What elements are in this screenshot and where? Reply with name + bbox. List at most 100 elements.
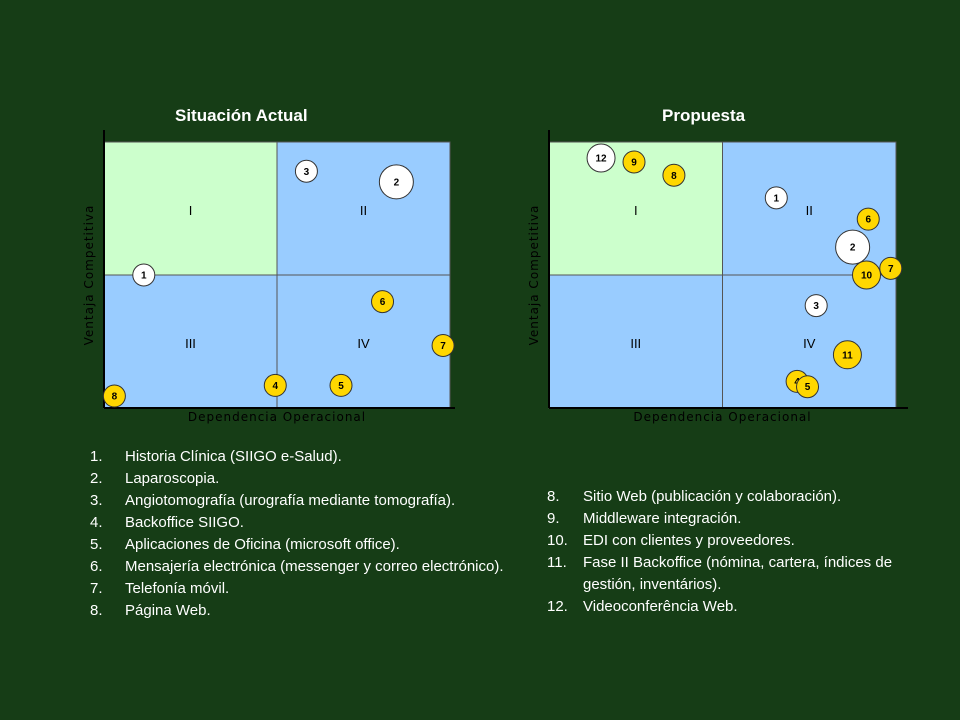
data-point-marker [378, 164, 414, 200]
data-point-marker [856, 207, 880, 231]
quadrant-label: I [634, 203, 638, 218]
data-point-marker [879, 256, 903, 280]
quadrant-2 [276, 141, 451, 276]
legend-list-propuesta: 8.Sitio Web (publicación y colaboración)… [547, 486, 917, 618]
legend-item: 7. Telefonía móvil. [90, 578, 530, 600]
data-point-1: 1 [132, 263, 156, 287]
legend-item-text: Backoffice SIIGO. [125, 514, 244, 531]
data-point-marker [835, 229, 871, 265]
legend-item: 1. Historia Clínica (SIIGO e-Salud). [90, 446, 530, 468]
x-axis-label: Dependencia Operacional [188, 410, 366, 424]
data-point-2: 2 [835, 229, 871, 265]
legend-item-number: 7. [90, 580, 103, 597]
legend-item-number: 11. [547, 554, 567, 571]
data-point-marker [329, 373, 353, 397]
legend-item: 12. Videoconferência Web. [547, 596, 917, 618]
legend-item: 6. Mensajería electrónica (messenger y co… [90, 556, 530, 578]
data-point-marker [804, 294, 828, 318]
data-point-label: 8 [112, 392, 118, 403]
data-point-11: 11 [832, 340, 862, 370]
quadrant-label: IV [357, 336, 370, 351]
quadrant-4 [276, 274, 451, 409]
data-point-marker [796, 375, 820, 399]
legend-item-number: 4. [90, 514, 103, 531]
data-point-label: 6 [380, 297, 386, 308]
data-point-marker [263, 373, 287, 397]
legend-item: 4. Backoffice SIIGO. [90, 512, 530, 534]
data-point-marker [132, 263, 156, 287]
data-point-9: 9 [622, 150, 646, 174]
quadrant-label: II [360, 203, 367, 218]
data-point-7: 7 [879, 256, 903, 280]
legend-item-number: 9. [547, 510, 560, 527]
data-point-label: 3 [813, 301, 819, 312]
quadrant-label: II [806, 203, 813, 218]
chart-title-actual: Situación Actual [175, 106, 308, 125]
legend-item-text: Telefonía móvil. [125, 580, 230, 597]
chart-title-propuesta: Propuesta [662, 106, 746, 125]
data-point-marker [102, 384, 126, 408]
legend-item-text: Sitio Web (publicación y colaboración). [583, 488, 842, 505]
x-axis-label: Dependencia Operacional [633, 410, 811, 424]
quadrant-label: III [630, 336, 641, 351]
data-point-marker [852, 260, 882, 290]
data-point-marker [371, 290, 395, 314]
data-point-label: 1 [141, 271, 147, 282]
data-point-label: 7 [440, 341, 446, 352]
legend-item-text: Angiotomografía (urografía mediante tomo… [125, 492, 456, 509]
legend-item-number: 12. [547, 598, 568, 615]
legend-item: 2. Laparoscopia. [90, 468, 530, 490]
legend-item-text: Fase II Backoffice (nómina, cartera, índ… [583, 554, 893, 593]
legend-item-number: 8. [90, 602, 103, 619]
quadrant-1 [103, 141, 278, 276]
data-point-5: 5 [796, 375, 820, 399]
legend-item-text: Historia Clínica (SIIGO e-Salud). [125, 448, 342, 465]
quadrant-3 [103, 274, 278, 409]
data-point-3: 3 [804, 294, 828, 318]
data-point-label: 10 [861, 271, 873, 282]
data-point-label: 12 [595, 153, 607, 164]
data-point-label: 1 [774, 193, 780, 204]
data-point-label: 8 [671, 171, 677, 182]
data-point-4: 4 [263, 373, 287, 397]
data-point-label: 5 [805, 382, 811, 393]
legend-item: 9.Middleware integración. [547, 508, 917, 530]
legend-item-number: 1. [90, 448, 103, 465]
data-point-label: 7 [888, 264, 894, 275]
legend-item: 3. Angiotomografía (urografía mediante to… [90, 490, 530, 512]
data-point-label: 4 [272, 381, 278, 392]
data-point-marker [586, 143, 616, 173]
legend-item: 10. EDI con clientes y proveedores. [547, 530, 917, 552]
legend-item: 5.Aplicaciones de Oficina (microsoft off… [90, 534, 530, 556]
legend-item-text: Mensajería electrónica (messenger y corr… [125, 558, 504, 575]
data-point-label: 3 [304, 167, 310, 178]
legend-item-number: 10. [547, 532, 568, 549]
legend-item-number: 2. [90, 470, 103, 487]
data-point-label: 6 [865, 215, 871, 226]
legend-item-number: 3. [90, 492, 103, 509]
quadrant-label: IV [803, 336, 816, 351]
data-point-marker [662, 163, 686, 187]
y-axis-label: Ventaja Competitiva [82, 205, 96, 346]
data-point-label: 11 [842, 350, 853, 361]
data-point-3: 3 [294, 159, 318, 183]
data-point-marker [764, 186, 788, 210]
legend-item-text: Página Web. [125, 602, 211, 619]
data-point-12: 12 [586, 143, 616, 173]
legend-list-actual: 1. Historia Clínica (SIIGO e-Salud). 2. Lap… [90, 446, 530, 622]
data-point-10: 10 [852, 260, 882, 290]
y-axis-label: Ventaja Competitiva [527, 205, 541, 346]
data-point-7: 7 [431, 333, 455, 357]
data-point-label: 5 [338, 381, 344, 392]
legend-item-number: 5. [90, 536, 103, 553]
legend-item-text: Videoconferência Web. [583, 598, 738, 615]
data-point-label: 9 [631, 157, 637, 168]
legend-item: 11. Fase II Backoffice (nómina, cartera, … [547, 552, 917, 596]
data-point-label: 2 [850, 243, 856, 254]
legend-item-number: 6. [90, 558, 103, 575]
legend-item-text: Laparoscopia. [125, 470, 220, 487]
data-point-8: 8 [102, 384, 126, 408]
legend-item-text: EDI con clientes y proveedores. [583, 532, 795, 549]
data-point-6: 6 [856, 207, 880, 231]
data-point-label: 2 [394, 177, 400, 188]
